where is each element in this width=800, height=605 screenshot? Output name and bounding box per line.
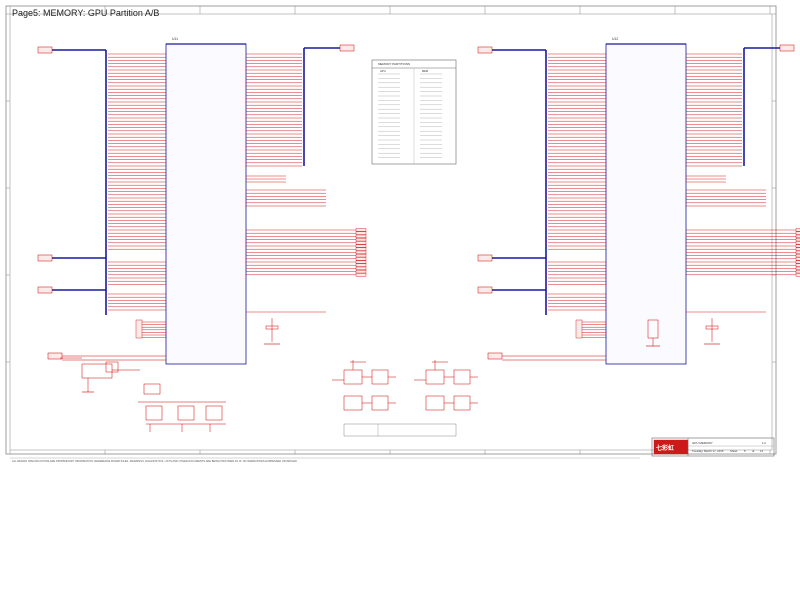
vmem-right-reg2 — [425, 395, 445, 411]
net-flag — [795, 244, 800, 248]
net-flag — [795, 231, 800, 235]
legal-notes: ALL DESIGN SPECIFICATIONS ARE PROPRIETAR… — [12, 459, 298, 463]
offpage-connector — [477, 46, 493, 54]
net-flag — [795, 270, 800, 274]
net-flag — [355, 237, 367, 242]
oscillator-block — [81, 363, 113, 379]
vmem-right-cap — [453, 369, 471, 385]
net-flag — [355, 228, 367, 232]
net-flag — [795, 234, 800, 238]
right-chip-ref: U12 — [612, 37, 618, 41]
vmem-left-cap — [371, 369, 389, 385]
net-flag — [355, 260, 367, 264]
power-connector — [487, 352, 503, 360]
vmem-right-cap2 — [453, 395, 471, 411]
gpu-ic-body — [165, 43, 247, 365]
net-flag — [355, 266, 367, 270]
doc-title: GPU MEMORY — [692, 441, 713, 445]
sheet-of: of — [752, 449, 755, 453]
offpage-connector — [37, 254, 53, 262]
vmem-left-reg2 — [343, 395, 363, 411]
offpage-connector — [37, 46, 53, 54]
title-block — [651, 437, 775, 457]
offpage-connector — [779, 44, 795, 52]
table-heading: MEMORY PARTITIONS — [378, 62, 410, 66]
decoupling-cap — [705, 325, 719, 330]
doc-date: Tuesday, March 17, 2015 — [692, 449, 724, 453]
net-flag — [355, 273, 367, 277]
table-col-b: MEM — [422, 69, 428, 73]
offpage-connector — [477, 286, 493, 294]
net-flag — [355, 247, 367, 251]
left-chip-ref: U11 — [172, 37, 178, 41]
net-flag — [355, 234, 367, 238]
sheet-total: 13 — [760, 449, 764, 453]
net-flag — [355, 231, 367, 235]
offpage-connector — [477, 254, 493, 262]
sheet-number: 5 — [744, 449, 746, 453]
net-flag — [355, 244, 367, 248]
ldo-regulator — [143, 383, 161, 395]
gpu-ic-body — [605, 43, 687, 365]
table-col-a: GPU — [380, 69, 386, 73]
ldo-regulator — [205, 405, 223, 421]
revision-strip — [343, 423, 457, 437]
net-flag — [355, 250, 367, 254]
net-flag — [355, 253, 367, 258]
net-flag — [795, 260, 800, 264]
ldo-regulator — [145, 405, 163, 421]
net-flag — [795, 237, 800, 242]
net-flag — [795, 250, 800, 254]
offpage-connector — [339, 44, 355, 52]
net-flag — [795, 228, 800, 232]
vmem-left-cap2 — [371, 395, 389, 411]
sheet-label: Sheet — [730, 449, 738, 453]
net-flag — [795, 247, 800, 251]
filter-cap — [105, 361, 119, 373]
resistor-pack — [575, 319, 583, 339]
net-flag — [355, 270, 367, 274]
net-flag — [355, 241, 367, 245]
revision: 1.0 — [762, 441, 766, 445]
ldo-regulator — [177, 405, 195, 421]
offpage-connector — [37, 286, 53, 294]
page-title: Page5: MEMORY: GPU Partition A/B — [12, 8, 160, 18]
net-flag — [795, 273, 800, 277]
net-flag — [795, 257, 800, 261]
decoupling-cap — [265, 325, 279, 330]
net-flag — [355, 263, 367, 267]
company-name: 七彩虹 — [656, 444, 674, 452]
net-flag — [355, 257, 367, 261]
net-flag — [795, 266, 800, 270]
vmem-left-reg — [343, 369, 363, 385]
vmem-right-reg — [425, 369, 445, 385]
resistor-pack — [135, 319, 143, 339]
net-flag — [795, 253, 800, 258]
net-flag — [795, 241, 800, 245]
net-flag — [795, 263, 800, 267]
power-connector — [47, 352, 63, 360]
inner-frame — [9, 13, 773, 451]
